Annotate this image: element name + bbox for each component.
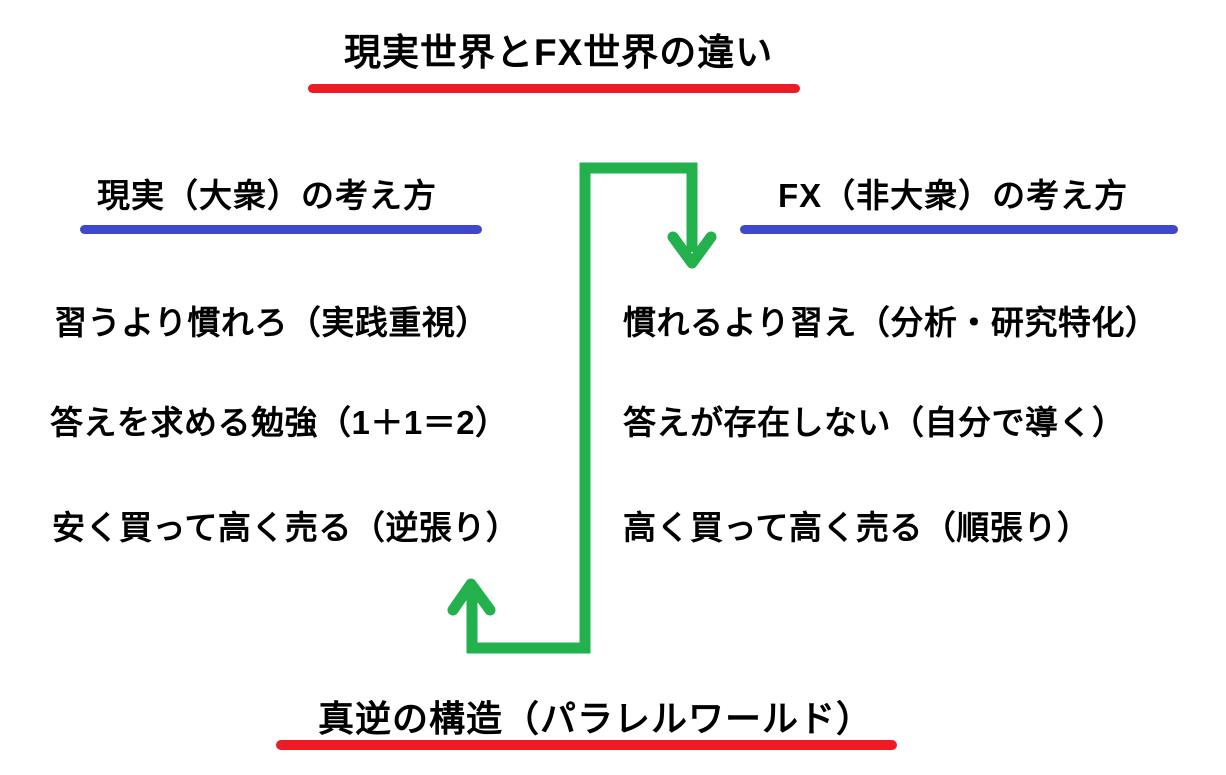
right-item-3: 高く買って高く売る（順張り） [623,509,1091,546]
down-arrowhead-icon [667,231,717,269]
left-column-header: 現実（大衆）の考え方 [97,177,437,214]
right-item-1: 慣れるより習え（分析・研究特化） [623,304,1159,341]
right-column-header: FX（非大衆）の考え方 [778,177,1129,214]
title-underline [308,84,800,93]
right-item-2: 答えが存在しない（自分で導く） [623,404,1126,441]
up-arrowhead-icon [447,578,496,616]
right-header-underline [740,225,1178,234]
left-item-2: 答えを求める勉強（1＋1＝2） [50,404,509,441]
left-item-3: 安く買って高く売る（逆張り） [52,509,520,546]
diagram-title: 現実世界とFX世界の違い [344,32,774,73]
left-header-underline [80,225,482,234]
footer-underline [276,740,897,750]
left-item-1: 習うより慣れろ（実践重視） [54,304,489,341]
footer-label: 真逆の構造（パラレルワールド） [318,698,874,739]
